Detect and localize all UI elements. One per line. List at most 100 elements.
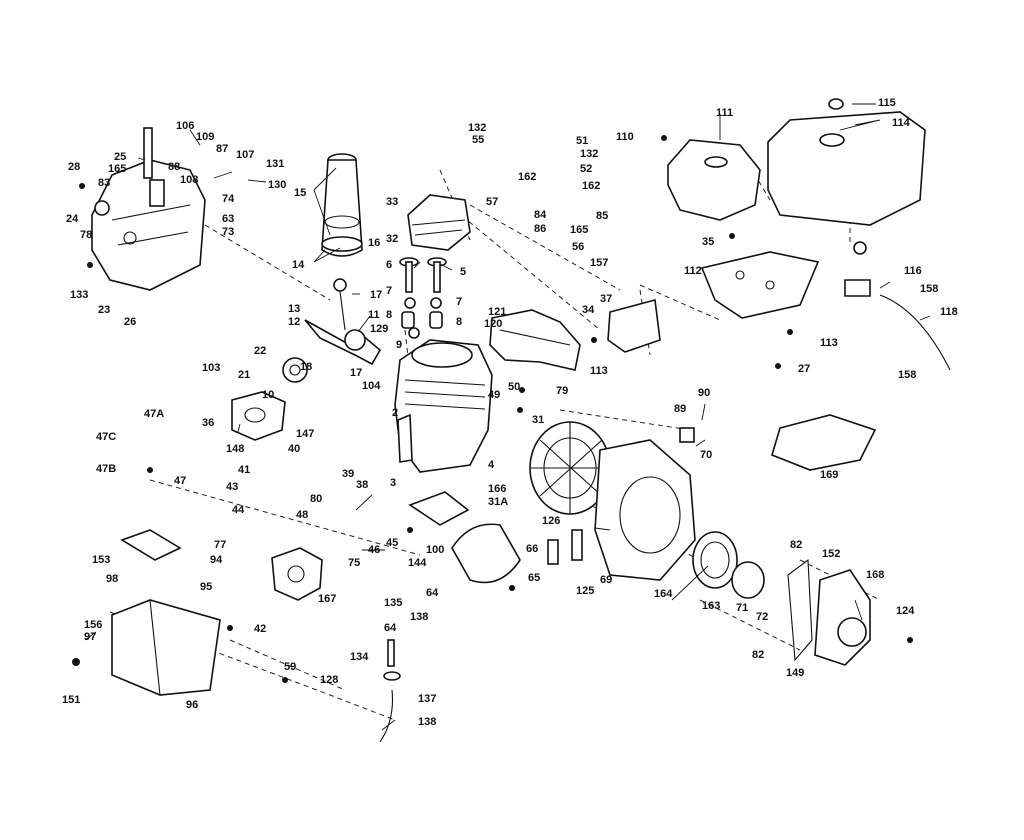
callout-c84: 110 [616, 131, 634, 143]
callout-c16: 24 [66, 213, 79, 225]
callout-c60: 4 [488, 459, 495, 471]
cover-tube [143, 127, 153, 179]
callout-c115: 124 [896, 605, 915, 617]
callout-c141: 134 [350, 651, 369, 663]
callout-c91: 158 [920, 283, 938, 295]
seal-ring [94, 200, 110, 216]
control-plate [120, 529, 182, 561]
shroud-box [111, 599, 221, 696]
callout-c87: 114 [892, 117, 911, 129]
callout-c17: 78 [80, 229, 92, 241]
fuel-line [879, 294, 951, 371]
callout-c82: 49 [488, 389, 500, 401]
callout-c1: 106 [176, 120, 194, 132]
callout-c34: 103 [202, 362, 220, 374]
callout-c22: 14 [292, 259, 305, 271]
callout-c37: 147 [296, 428, 314, 440]
callout-c66: 132 [580, 148, 598, 160]
callout-c99: 169 [820, 469, 838, 481]
callout-c5: 131 [266, 158, 284, 170]
callout-c102: 126 [542, 515, 560, 527]
callout-c43: 43 [226, 481, 238, 493]
callout-c120: 75 [348, 557, 360, 569]
callout-c6: 25 [114, 151, 126, 163]
muffler [231, 391, 286, 441]
callout-c77: 121 [488, 306, 506, 318]
callout-c49: 33 [386, 196, 398, 208]
callout-c122: 77 [214, 539, 226, 551]
callout-c58: 2 [392, 407, 398, 419]
gear-cover [91, 159, 206, 291]
callout-c142: 137 [418, 693, 436, 705]
callout-c45: 40 [288, 443, 300, 455]
callout-c38: 47A [144, 408, 164, 420]
callout-c59: 3 [390, 477, 396, 489]
crankshaft [304, 319, 382, 366]
callout-c13: 74 [222, 193, 235, 205]
callout-c68: 162 [582, 180, 600, 192]
callout-c32: 21 [238, 369, 250, 381]
part-sketches [72, 98, 951, 743]
callout-c108: 71 [736, 602, 748, 614]
callout-c67: 52 [580, 163, 592, 175]
callout-c92: 118 [940, 306, 958, 318]
callout-c109: 72 [756, 611, 768, 623]
callout-c90: 116 [904, 265, 922, 277]
callout-c96: 89 [674, 403, 686, 415]
callout-c57: 9 [396, 339, 402, 351]
callout-c63: 162 [518, 171, 536, 183]
callout-c29: 22 [254, 345, 266, 357]
callout-c130: 98 [106, 573, 118, 585]
callout-c3: 87 [216, 143, 228, 155]
callout-c79: 113 [590, 365, 608, 377]
cover-boss [149, 179, 165, 207]
callout-c41: 47 [174, 475, 186, 487]
callout-c10: 165 [108, 163, 126, 175]
callout-c118: 45 [386, 537, 398, 549]
tank-bracket [700, 251, 820, 319]
callout-c42: 41 [238, 464, 250, 476]
callout-c105: 69 [600, 574, 612, 586]
starter-cup [692, 531, 738, 589]
callout-c73: 56 [572, 241, 584, 253]
blower-housing [489, 309, 581, 371]
callout-c55: 8 [386, 309, 392, 321]
callout-c7: 88 [168, 161, 180, 173]
callout-c40: 47B [96, 463, 116, 475]
callout-c106: 164 [654, 588, 673, 600]
callout-c98: 70 [700, 449, 712, 461]
carburetor [271, 547, 323, 601]
callout-c131: 156 [84, 619, 102, 631]
callout-c137: 128 [320, 674, 338, 686]
callout-c100: 166 [488, 483, 506, 495]
callout-c110: 82 [790, 539, 802, 551]
fuel-tank [767, 111, 926, 226]
callout-c136: 59 [284, 661, 296, 673]
callout-c8: 28 [68, 161, 80, 173]
callout-c12: 130 [268, 179, 286, 191]
engine-bracket [607, 298, 661, 353]
starter-pulley [731, 561, 765, 599]
callout-c76: 34 [582, 304, 595, 316]
callout-c44: 44 [232, 504, 245, 516]
callout-c23: 16 [368, 237, 380, 249]
tank-shroud [667, 139, 761, 221]
callout-c65: 51 [576, 135, 588, 147]
callout-c111: 152 [822, 548, 840, 560]
callout-c116: 48 [296, 509, 308, 521]
callout-c35: 36 [202, 417, 214, 429]
callout-c121: 167 [318, 593, 336, 605]
callout-c25: 13 [288, 303, 300, 315]
callout-c11: 108 [180, 174, 198, 186]
callout-c139: 64 [384, 622, 397, 634]
callout-c107: 163 [702, 600, 720, 612]
callout-c46: 39 [342, 468, 354, 480]
callout-c27: 11 [368, 309, 380, 321]
callout-c36: 148 [226, 443, 244, 455]
callout-c126: 100 [426, 544, 444, 556]
callout-c135: 42 [254, 623, 266, 635]
callout-c132: 97 [84, 631, 96, 643]
callout-c21: 15 [294, 187, 306, 199]
callout-c97: 90 [698, 387, 710, 399]
